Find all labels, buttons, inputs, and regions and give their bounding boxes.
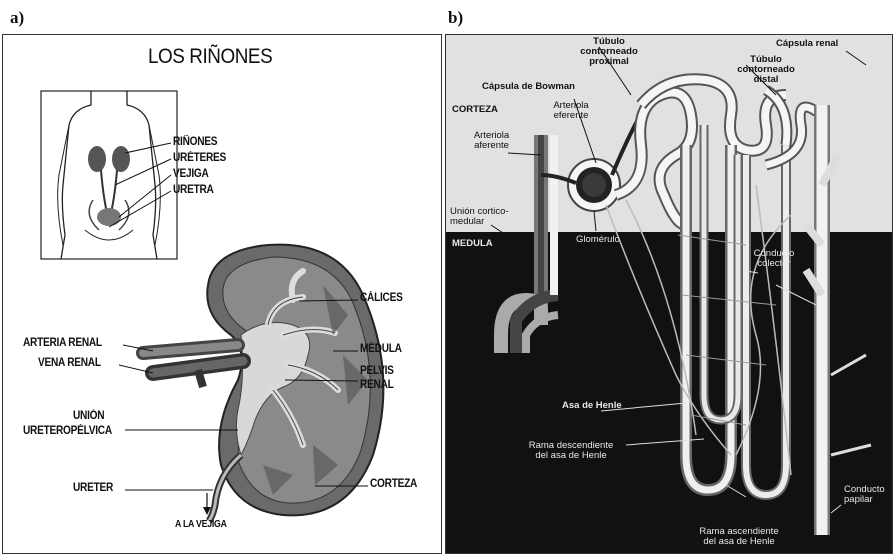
label-calices: CÁLICES bbox=[360, 292, 403, 304]
label-union: UNIÓN bbox=[73, 410, 104, 422]
label-union-cortico-2: medular bbox=[450, 217, 509, 227]
label-tubulo-proximal-3: proximal bbox=[574, 57, 644, 67]
label-ureter: URETER bbox=[73, 482, 113, 494]
label-ureteropelvica: URETEROPÉLVICA bbox=[23, 425, 112, 437]
label-rama-descendiente-2: del asa de Henle bbox=[516, 451, 626, 461]
label-pelvis: PELVIS bbox=[360, 365, 394, 377]
label-vejiga: VEJIGA bbox=[173, 168, 209, 180]
label-capsula-renal: Cápsula renal bbox=[776, 39, 838, 49]
label-medula: MÉDULA bbox=[360, 343, 402, 355]
label-capsula-bowman: Cápsula de Bowman bbox=[482, 82, 575, 92]
label-arteriola-aferente-2: aferente bbox=[464, 141, 519, 151]
label-uretra: URETRA bbox=[173, 184, 214, 196]
label-rama-ascendiente-2: del asa de Henle bbox=[684, 537, 794, 547]
label-tubulo-distal-3: distal bbox=[731, 75, 801, 85]
label-arteriola-eferente-2: eferente bbox=[541, 111, 601, 121]
label-conducto-colector-2: colector bbox=[746, 259, 802, 269]
label-asa-henle: Asa de Henle bbox=[562, 401, 622, 411]
label-corteza-b: CORTEZA bbox=[452, 105, 498, 115]
label-rinones: RIÑONES bbox=[173, 136, 217, 148]
label-conducto-papilar-2: papilar bbox=[844, 495, 885, 505]
panel-b-letter: b) bbox=[448, 8, 463, 28]
kidneys-title: LOS RIÑONES bbox=[148, 45, 272, 69]
nephron-panel: Túbulo contorneado proximal Cápsula rena… bbox=[445, 34, 893, 554]
label-arteria-renal: ARTERIA RENAL bbox=[23, 337, 102, 349]
kidney-anatomy-panel: LOS RIÑONES RIÑONES URÉTERES VEJIGA URET… bbox=[2, 34, 442, 554]
label-ureteres: URÉTERES bbox=[173, 152, 226, 164]
label-glomerulo: Glomérulo bbox=[576, 235, 620, 245]
label-medula-b: MEDULA bbox=[452, 239, 493, 249]
panel-a-letter: a) bbox=[10, 8, 24, 28]
nephron-illustration bbox=[446, 35, 892, 553]
label-corteza: CORTEZA bbox=[370, 478, 417, 490]
label-vena-renal: VENA RENAL bbox=[38, 357, 101, 369]
label-renal: RENAL bbox=[360, 379, 394, 391]
label-a-la-vejiga: A LA VEJIGA bbox=[175, 519, 227, 530]
